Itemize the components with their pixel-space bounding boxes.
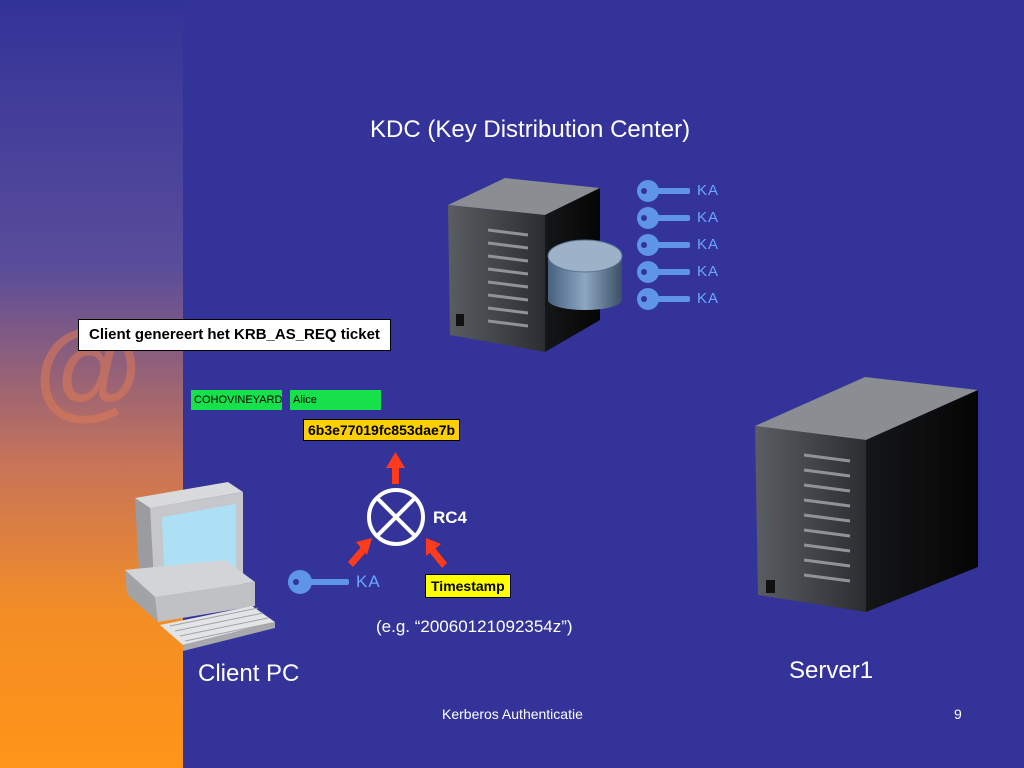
side-gradient-panel (0, 0, 183, 768)
user-field: Alice (290, 390, 381, 410)
generate-note-box: Client genereert het KRB_AS_REQ ticket (78, 319, 391, 351)
page-number: 9 (954, 706, 962, 722)
footer-text: Kerberos Authenticatie (442, 706, 583, 722)
client-label: Client PC (198, 660, 300, 687)
page-title: KDC (Key Distribution Center) (370, 116, 691, 143)
hash-value-box: 6b3e77019fc853dae7b (303, 419, 461, 441)
client-key-label: KA (356, 572, 381, 591)
kdc-key-label: KA (697, 209, 720, 226)
kdc-key-label: KA (697, 263, 720, 280)
timestamp-box: Timestamp (425, 574, 511, 598)
server-label: Server1 (789, 657, 874, 684)
kdc-key-label: KA (697, 290, 720, 307)
timestamp-example: (e.g. “20060121092354z”) (376, 617, 573, 636)
domain-field: COHOVINEYARD (191, 390, 282, 410)
kdc-key-label: KA (697, 182, 720, 199)
kdc-key-label: KA (697, 236, 720, 253)
cipher-label: RC4 (433, 508, 468, 527)
